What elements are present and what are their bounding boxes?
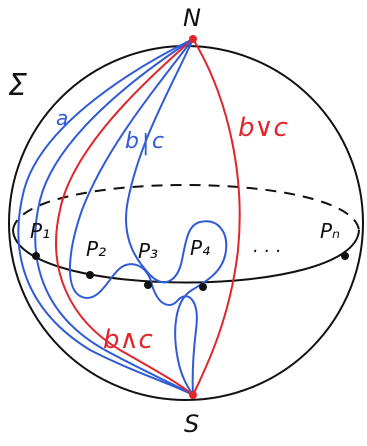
label-p1: P₁ [30,219,50,243]
label-meet: b∧c [103,325,153,355]
curve-a [17,38,194,396]
label-p2: P₂ [86,237,106,261]
label-dots: · · · [252,241,281,262]
label-curve-c: c [152,129,164,154]
point-p3 [144,281,152,289]
label-p4: P₄ [190,236,210,260]
curve-c [125,38,228,396]
curve-a-inner [34,38,194,396]
point-pn [341,252,349,260]
point-p4 [199,283,207,291]
point-p1 [32,252,40,260]
label-pn: Pₙ [320,219,340,243]
point-p2 [86,271,94,279]
curve-meet [55,38,194,396]
curve-join [192,38,241,396]
north-pole-point [189,35,197,43]
label-south: S [184,410,199,438]
label-sphere: Σ [8,68,27,103]
label-north: N [183,4,201,32]
curve-b-tail [177,295,198,396]
equator-front [12,229,360,284]
label-curve-a: a [56,106,68,130]
label-curve-b: b [125,129,139,154]
label-divider: | [142,131,149,156]
south-pole-point [189,391,197,399]
label-p3: P₃ [138,239,158,263]
equator-back [12,184,360,231]
sphere-outline [8,45,364,401]
label-join: b∨c [238,113,288,143]
